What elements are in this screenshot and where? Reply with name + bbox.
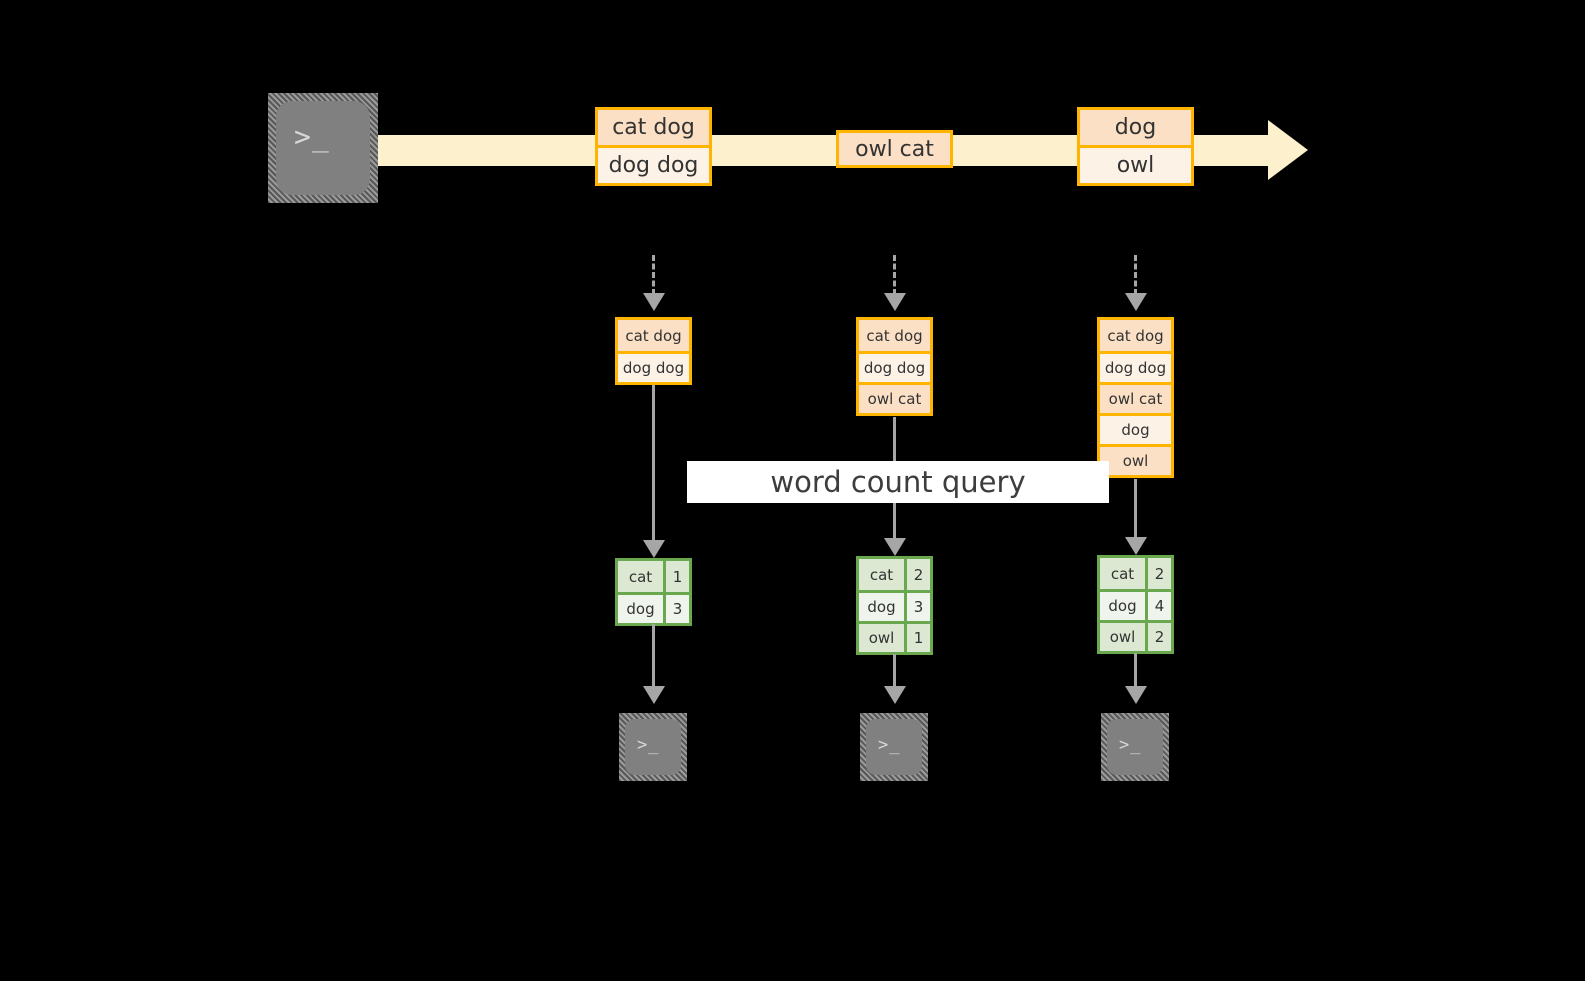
result-word: owl [1100, 623, 1145, 651]
result-count: 4 [1145, 592, 1171, 620]
trigger-3-sink-terminal-icon[interactable]: >_ [1101, 713, 1169, 781]
table-row: cat 2 [859, 559, 930, 590]
stream-batch-3-line-2: owl [1080, 145, 1191, 183]
result-count: 1 [904, 624, 930, 652]
result-count: 1 [663, 561, 689, 592]
trigger-2-result-table: cat 2 dog 3 owl 1 [856, 556, 933, 655]
stream-batch-1-line-1: cat dog [598, 110, 709, 145]
trigger-3-input-row: owl cat [1100, 382, 1171, 413]
trigger-3-dashed-line [1134, 255, 1137, 295]
trigger-3-dashed-arrowhead [1125, 293, 1147, 311]
result-word: dog [1100, 592, 1145, 620]
trigger-2-dashed-line [893, 255, 896, 295]
terminal-prompt-glyph: >_ [878, 735, 901, 755]
trigger-2-input-row: owl cat [859, 382, 930, 413]
trigger-3-input-table: cat dog dog dog owl cat dog owl [1097, 317, 1174, 478]
table-row: owl 1 [859, 621, 930, 652]
terminal-prompt-glyph: >_ [294, 120, 330, 153]
result-count: 3 [663, 595, 689, 623]
trigger-3-query-line [1134, 479, 1137, 545]
trigger-1-input-row: cat dog [618, 320, 689, 351]
result-word: cat [1100, 558, 1145, 589]
source-terminal-icon[interactable]: >_ [268, 93, 378, 203]
stream-arrow-head [1268, 120, 1308, 180]
result-word: dog [618, 595, 663, 623]
trigger-3-sink-arrowhead [1125, 686, 1147, 704]
trigger-3-sink-line [1134, 653, 1137, 690]
result-word: cat [618, 561, 663, 592]
trigger-1-result-table: cat 1 dog 3 [615, 558, 692, 626]
trigger-1-sink-arrowhead [643, 686, 665, 704]
terminal-screen: >_ [866, 719, 922, 775]
trigger-2-input-row: cat dog [859, 320, 930, 351]
query-band: word count query [687, 461, 1109, 503]
trigger-3-input-row: dog dog [1100, 351, 1171, 382]
table-row: cat 2 [1100, 558, 1171, 589]
table-row: dog 4 [1100, 589, 1171, 620]
trigger-2-sink-arrowhead [884, 686, 906, 704]
table-row: dog 3 [859, 590, 930, 621]
terminal-screen: >_ [1107, 719, 1163, 775]
result-count: 2 [1145, 623, 1171, 651]
stream-batch-3: dog owl [1077, 107, 1194, 186]
terminal-screen: >_ [276, 101, 370, 195]
result-word: owl [859, 624, 904, 652]
result-count: 2 [904, 559, 930, 590]
trigger-1-input-row: dog dog [618, 351, 689, 382]
stream-batch-1-line-2: dog dog [598, 145, 709, 183]
stream-batch-2: owl cat [836, 130, 953, 168]
query-label: word count query [770, 465, 1026, 499]
result-word: dog [859, 593, 904, 621]
table-row: cat 1 [618, 561, 689, 592]
trigger-3-query-arrowhead [1125, 537, 1147, 555]
trigger-2-query-arrowhead [884, 538, 906, 556]
trigger-1-query-arrowhead [643, 540, 665, 558]
trigger-1-query-line [652, 385, 655, 545]
table-row: owl 2 [1100, 620, 1171, 651]
table-row: dog 3 [618, 592, 689, 623]
stream-batch-3-line-1: dog [1080, 110, 1191, 145]
result-count: 2 [1145, 558, 1171, 589]
trigger-1-sink-terminal-icon[interactable]: >_ [619, 713, 687, 781]
stream-batch-2-line-1: owl cat [839, 133, 950, 165]
trigger-2-dashed-arrowhead [884, 293, 906, 311]
trigger-3-input-row: dog [1100, 413, 1171, 444]
trigger-2-input-row: dog dog [859, 351, 930, 382]
terminal-prompt-glyph: >_ [1119, 735, 1142, 755]
trigger-1-input-table: cat dog dog dog [615, 317, 692, 385]
trigger-1-dashed-arrowhead [643, 293, 665, 311]
trigger-2-sink-terminal-icon[interactable]: >_ [860, 713, 928, 781]
trigger-2-input-table: cat dog dog dog owl cat [856, 317, 933, 416]
trigger-2-sink-line [893, 654, 896, 690]
trigger-1-dashed-line [652, 255, 655, 295]
trigger-3-input-row: owl [1100, 444, 1171, 475]
terminal-prompt-glyph: >_ [637, 735, 660, 755]
trigger-1-sink-line [652, 624, 655, 690]
trigger-3-input-row: cat dog [1100, 320, 1171, 351]
result-count: 3 [904, 593, 930, 621]
trigger-3-result-table: cat 2 dog 4 owl 2 [1097, 555, 1174, 654]
terminal-screen: >_ [625, 719, 681, 775]
stream-batch-1: cat dog dog dog [595, 107, 712, 186]
result-word: cat [859, 559, 904, 590]
